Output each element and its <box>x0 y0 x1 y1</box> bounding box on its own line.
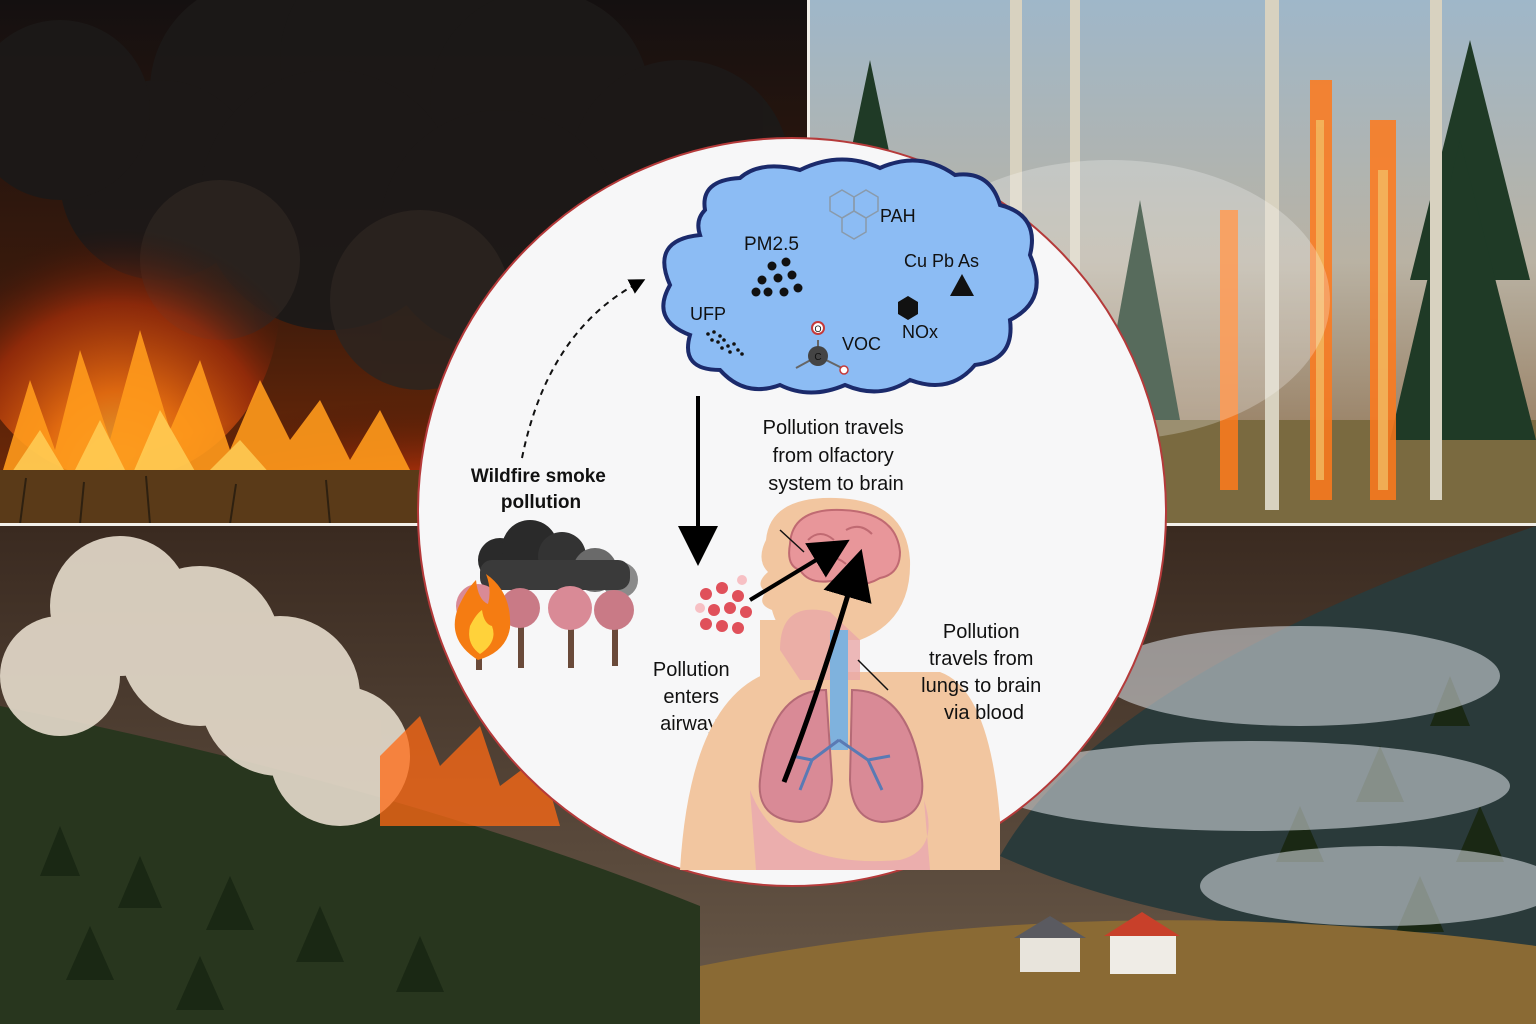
label-metals: Cu Pb As <box>904 251 979 271</box>
label-pah: PAH <box>880 206 916 226</box>
smoke-cloud-icon <box>478 520 638 598</box>
label-ufp: UFP <box>690 304 726 324</box>
pollutant-cloud: PAH PM2.5 Cu Pb As UFP O C VOC NOx <box>661 157 1039 395</box>
label-pm25: PM2.5 <box>744 234 799 255</box>
airways-label: Pollution enters airways <box>653 659 735 735</box>
triangle-icon <box>950 274 974 296</box>
ufp-particles <box>706 330 744 356</box>
hexagon-ring-icon <box>829 189 879 240</box>
fire-icon <box>454 574 511 660</box>
olfactory-label: Pollution travels from olfactory system … <box>763 417 910 495</box>
arrow-airways-to-nose <box>748 539 850 602</box>
hexagon-icon <box>898 296 918 320</box>
house-icon <box>1014 912 1180 974</box>
pm25-particles <box>751 257 803 297</box>
blood-label: Pollution travels from lungs to brain vi… <box>921 621 1047 724</box>
label-voc: VOC <box>842 334 881 354</box>
brain-icon <box>788 508 902 586</box>
arrow-lungs-to-brain <box>781 548 872 783</box>
atom-o: O <box>814 324 821 334</box>
olfactory-leader-line <box>779 529 805 553</box>
label-nox: NOx <box>902 322 938 342</box>
molecule-icon: O C <box>795 321 849 375</box>
blood-leader-line <box>857 659 889 691</box>
atom-c: C <box>814 352 821 363</box>
source-label: Wildfire smoke pollution <box>471 466 611 513</box>
inhaled-particles <box>695 575 752 634</box>
